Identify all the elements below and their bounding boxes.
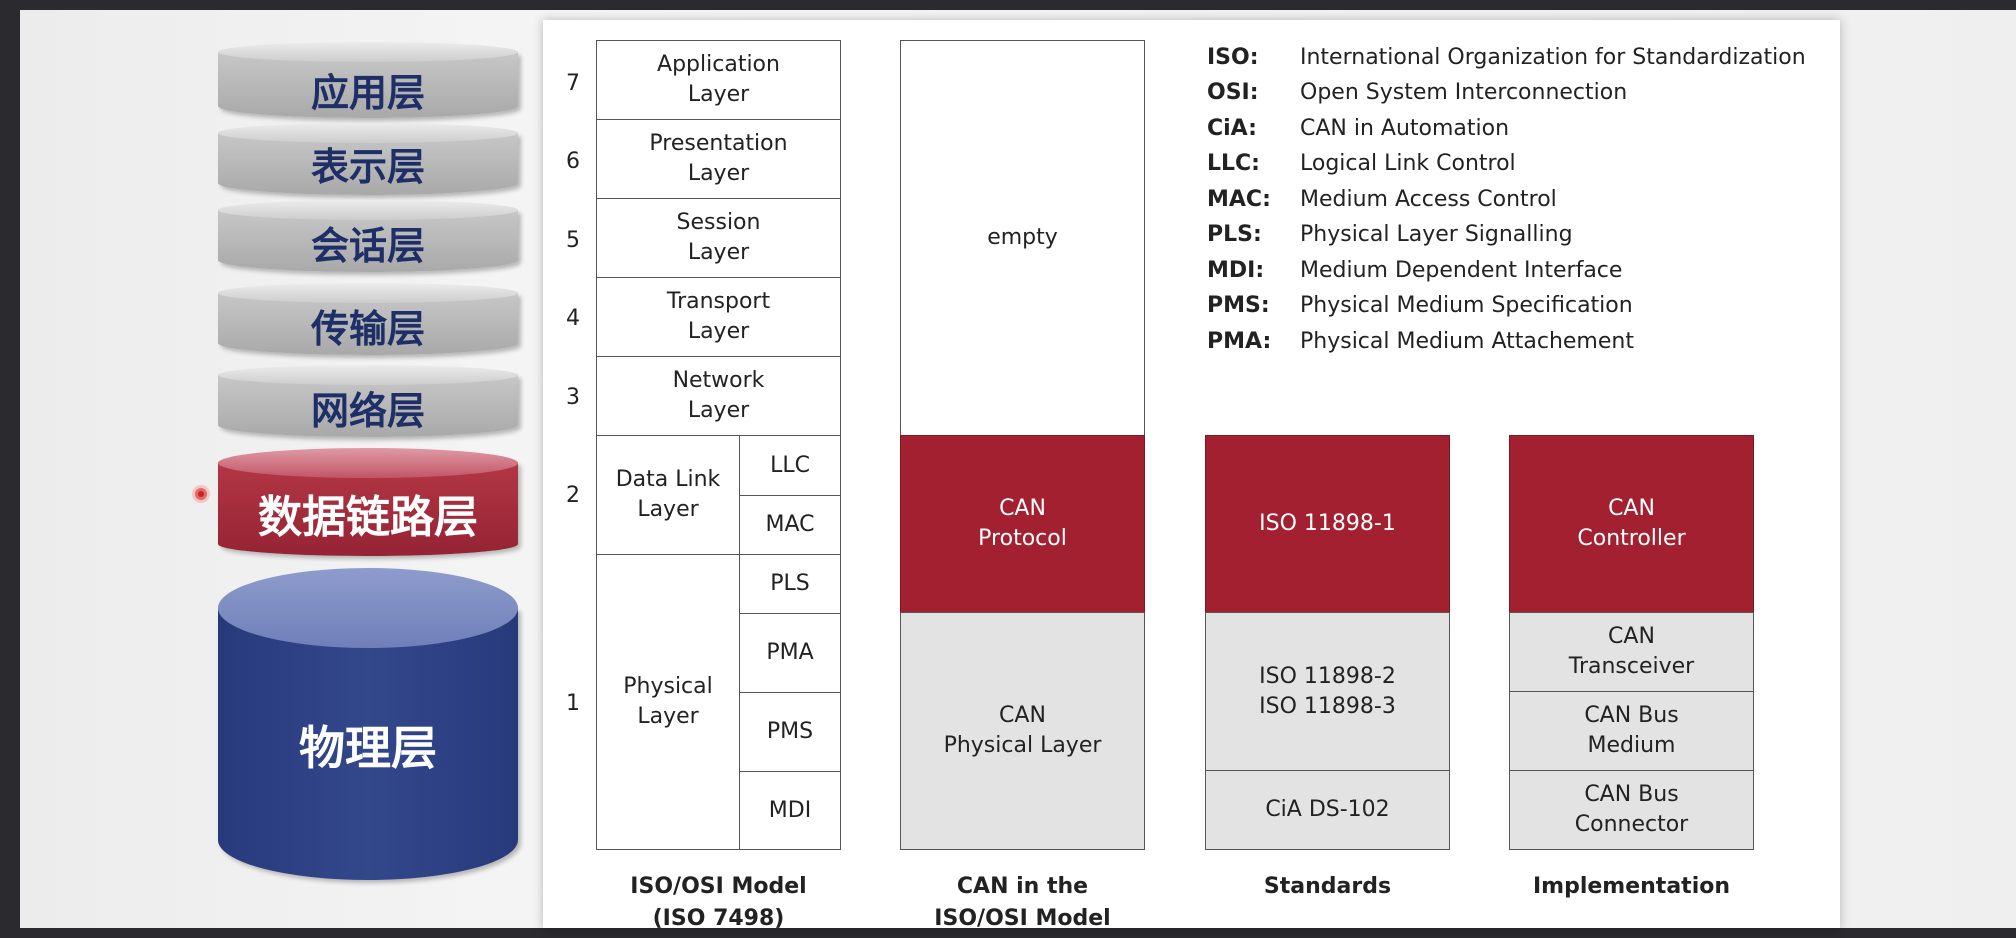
cylinder-session-layer: 会话层 bbox=[218, 200, 518, 276]
cylinder-label: 表示层 bbox=[310, 145, 425, 189]
cylinder-label: 会话层 bbox=[310, 224, 425, 268]
osi-llc-sublayer: LLC bbox=[739, 435, 841, 496]
impl-can-bus-connector: CAN Bus Connector bbox=[1509, 770, 1754, 850]
osi-mac-sublayer: MAC bbox=[739, 495, 841, 555]
cylinder-label: 传输层 bbox=[310, 307, 425, 351]
can-model-title: CAN in the ISO/OSI Model bbox=[934, 874, 1111, 931]
layer-number: 4 bbox=[566, 306, 580, 331]
layer-number: 7 bbox=[566, 71, 580, 96]
standard-iso-11898-2-3: ISO 11898-2 ISO 11898-3 bbox=[1205, 612, 1450, 771]
cylinder-label: 网络层 bbox=[310, 389, 425, 433]
layer-number: 5 bbox=[566, 228, 580, 253]
cylinder-presentation-layer: 表示层 bbox=[218, 123, 518, 199]
standard-iso-11898-1: ISO 11898-1 bbox=[1205, 435, 1450, 613]
osi-pma-sublayer: PMA bbox=[739, 613, 841, 693]
can-protocol-box: CAN Protocol bbox=[900, 435, 1145, 613]
can-empty-layers: empty bbox=[900, 40, 1145, 436]
cylinder-application-layer: 应用层 bbox=[218, 42, 518, 122]
cylinder-physical-layer: 物理层 bbox=[218, 568, 518, 880]
impl-can-controller: CAN Controller bbox=[1509, 435, 1754, 613]
cylinder-transport-layer: 传输层 bbox=[218, 283, 518, 359]
layer-number: 2 bbox=[566, 483, 580, 508]
osi-network-layer: Network Layer bbox=[596, 356, 841, 436]
pointer-indicator bbox=[192, 485, 210, 503]
cylinder-label: 应用层 bbox=[310, 71, 425, 115]
implementation-title: Implementation bbox=[1532, 874, 1731, 899]
osi-pls-sublayer: PLS bbox=[739, 554, 841, 614]
osi-physical-layer: Physical Layer bbox=[596, 554, 740, 850]
osi-model-title: ISO/OSI Model (ISO 7498) bbox=[630, 874, 807, 931]
layer-number: 3 bbox=[566, 385, 580, 410]
cylinder-label: 数据链路层 bbox=[258, 492, 478, 543]
standards-title: Standards bbox=[1263, 874, 1392, 899]
cylinder-label: 物理层 bbox=[299, 721, 437, 775]
impl-can-transceiver: CAN Transceiver bbox=[1509, 612, 1754, 692]
osi-mdi-sublayer: MDI bbox=[739, 771, 841, 850]
cylinder-data-link-layer: 数据链路层 bbox=[218, 448, 518, 560]
osi-data-link-layer: Data Link Layer bbox=[596, 435, 740, 555]
layer-number: 1 bbox=[566, 691, 580, 716]
osi-pms-sublayer: PMS bbox=[739, 692, 841, 772]
osi-presentation-layer: Presentation Layer bbox=[596, 119, 841, 199]
osi-transport-layer: Transport Layer bbox=[596, 277, 841, 357]
impl-can-bus-medium: CAN Bus Medium bbox=[1509, 691, 1754, 771]
can-physical-layer-box: CAN Physical Layer bbox=[900, 612, 1145, 850]
cylinder-network-layer: 网络层 bbox=[218, 365, 518, 441]
osi-session-layer: Session Layer bbox=[596, 198, 841, 278]
osi-application-layer: Application Layer bbox=[596, 40, 841, 120]
layer-number: 6 bbox=[566, 149, 580, 174]
standard-cia-ds-102: CiA DS-102 bbox=[1205, 770, 1450, 850]
